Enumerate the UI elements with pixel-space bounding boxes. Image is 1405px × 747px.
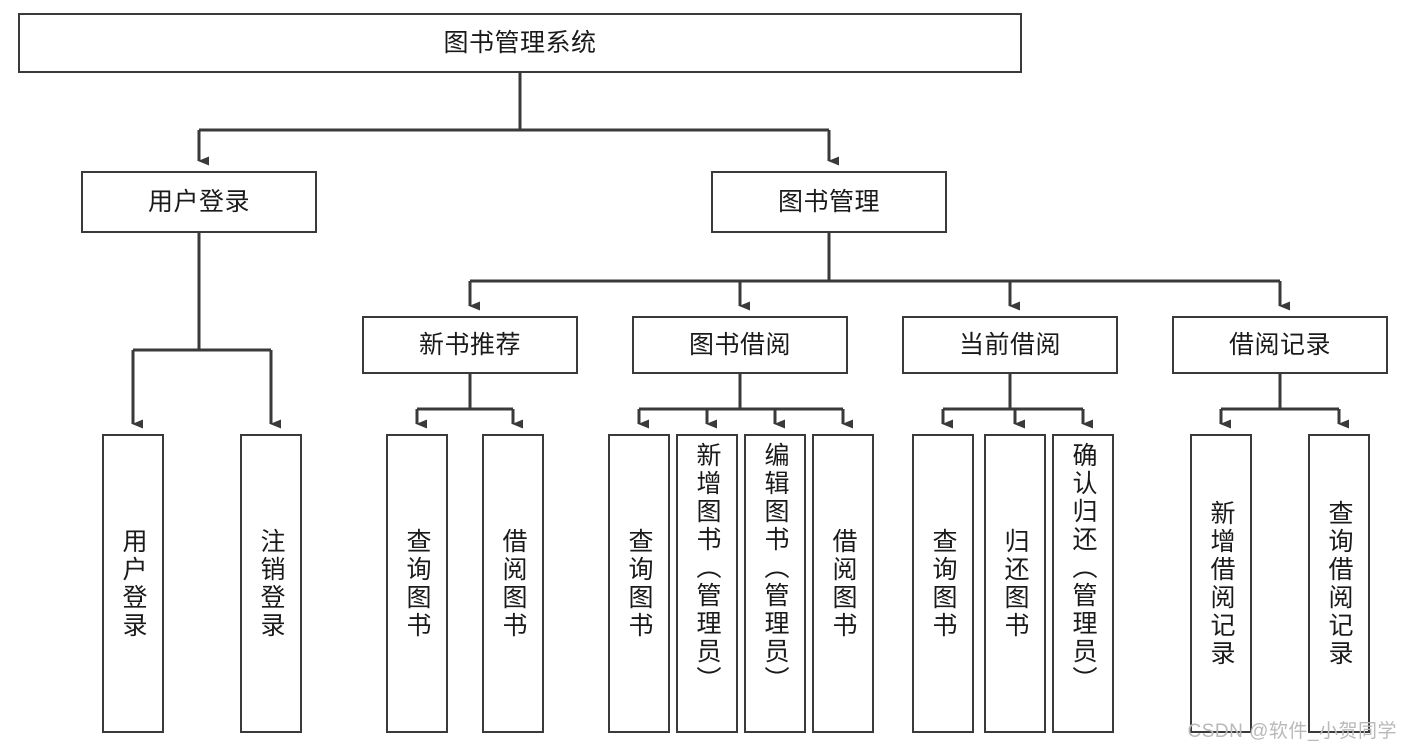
node-leaf-edit-book[interactable]: 编辑图书（管理员）: [744, 434, 806, 733]
node-root[interactable]: 图书管理系统: [18, 13, 1022, 73]
node-book-manage-label: 图书管理: [777, 187, 880, 216]
node-leaf-query-book-3-label: 查询图书: [929, 527, 957, 640]
node-leaf-borrow-book-2-label: 借阅图书: [829, 527, 857, 640]
node-leaf-query-book-2-label: 查询图书: [625, 527, 653, 640]
node-leaf-return-book[interactable]: 归还图书: [984, 434, 1046, 733]
node-leaf-query-book-1-label: 查询图书: [403, 527, 431, 640]
node-leaf-return-book-label: 归还图书: [1001, 527, 1029, 640]
node-leaf-add-record-label: 新增借阅记录: [1207, 499, 1235, 668]
node-leaf-edit-book-label: 编辑图书（管理员）: [761, 442, 789, 694]
node-book-borrow[interactable]: 图书借阅: [632, 316, 848, 374]
watermark-text: CSDN @软件_小贺同学: [1187, 721, 1397, 742]
node-leaf-query-record[interactable]: 查询借阅记录: [1308, 434, 1370, 733]
node-leaf-borrow-book-1[interactable]: 借阅图书: [482, 434, 544, 733]
node-current-borrow[interactable]: 当前借阅: [902, 316, 1118, 374]
node-user-login[interactable]: 用户登录: [81, 171, 317, 233]
node-leaf-query-book-2[interactable]: 查询图书: [608, 434, 670, 733]
node-leaf-logout-label: 注销登录: [257, 527, 285, 640]
node-leaf-query-book-1[interactable]: 查询图书: [386, 434, 448, 733]
node-new-book-recommend[interactable]: 新书推荐: [362, 316, 578, 374]
node-leaf-query-record-label: 查询借阅记录: [1325, 499, 1353, 668]
node-leaf-add-book-label: 新增图书（管理员）: [693, 442, 721, 694]
node-borrow-record-label: 借阅记录: [1228, 330, 1331, 359]
node-leaf-add-book[interactable]: 新增图书（管理员）: [676, 434, 738, 733]
node-user-login-label: 用户登录: [147, 187, 250, 216]
node-leaf-borrow-book-2[interactable]: 借阅图书: [812, 434, 874, 733]
node-leaf-confirm-return[interactable]: 确认归还（管理员）: [1052, 434, 1114, 733]
node-root-label: 图书管理系统: [443, 28, 597, 57]
node-leaf-borrow-book-1-label: 借阅图书: [499, 527, 527, 640]
node-leaf-add-record[interactable]: 新增借阅记录: [1190, 434, 1252, 733]
node-leaf-query-book-3[interactable]: 查询图书: [912, 434, 974, 733]
node-leaf-user-login-label: 用户登录: [119, 527, 147, 640]
node-new-book-recommend-label: 新书推荐: [418, 330, 521, 359]
node-leaf-confirm-return-label: 确认归还（管理员）: [1069, 442, 1097, 694]
node-book-manage[interactable]: 图书管理: [711, 171, 947, 233]
node-borrow-record[interactable]: 借阅记录: [1172, 316, 1388, 374]
node-current-borrow-label: 当前借阅: [958, 330, 1061, 359]
node-leaf-logout[interactable]: 注销登录: [240, 434, 302, 733]
node-leaf-user-login[interactable]: 用户登录: [102, 434, 164, 733]
node-book-borrow-label: 图书借阅: [688, 330, 791, 359]
